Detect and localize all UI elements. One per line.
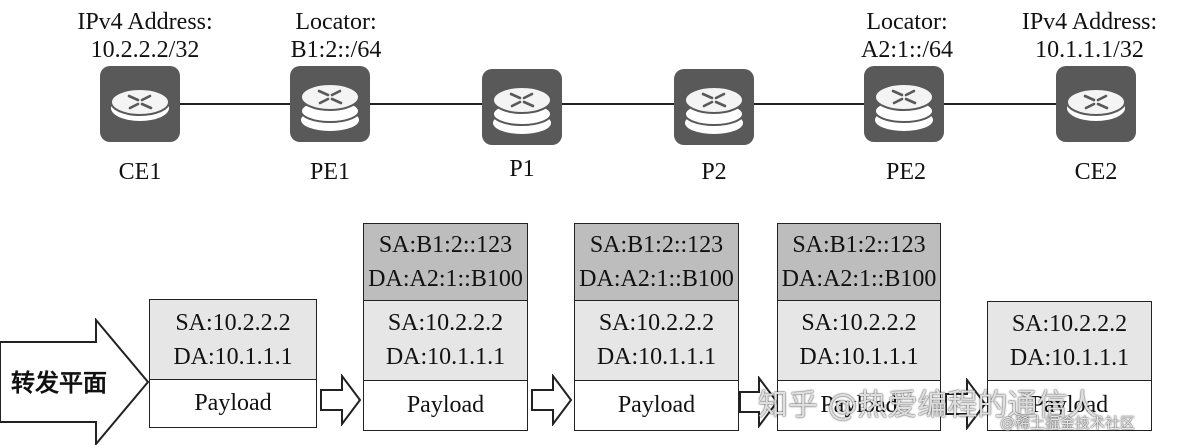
ipv6-header: SA:B1:2::123 DA:A2:1::B100 — [363, 223, 528, 301]
packet-stack-ce2: SA:10.2.2.2 DA:10.1.1.1 Payload — [987, 301, 1152, 431]
node-label-p1: P1 — [509, 156, 535, 182]
ipv4-header: SA:10.2.2.2 DA:10.1.1.1 — [363, 301, 528, 381]
flow-arrow-1 — [320, 374, 362, 426]
ipv4-header: SA:10.2.2.2 DA:10.1.1.1 — [149, 299, 317, 380]
link-ce1-pe1 — [180, 103, 290, 105]
packet-stack-p1: SA:B1:2::123 DA:A2:1::B100 SA:10.2.2.2 D… — [574, 223, 739, 431]
ipv4-header: SA:10.2.2.2 DA:10.1.1.1 — [987, 301, 1152, 381]
payload-cell: Payload — [777, 381, 941, 431]
ipv4-destination: DA:10.1.1.1 — [173, 344, 293, 370]
ce1-address-label: IPv4 Address: 10.2.2.2/32 — [45, 8, 245, 64]
ipv6-destination: DA:A2:1::B100 — [368, 266, 523, 292]
ipv4-source: SA:10.2.2.2 — [801, 310, 917, 336]
ipv6-header: SA:B1:2::123 DA:A2:1::B100 — [777, 223, 941, 301]
ce1-address-title: IPv4 Address: — [77, 9, 213, 35]
ipv4-source: SA:10.2.2.2 — [175, 310, 291, 336]
pe1-locator-label: Locator: B1:2::/64 — [236, 8, 436, 64]
ipv4-source: SA:10.2.2.2 — [598, 310, 715, 336]
ipv4-destination: DA:10.1.1.1 — [1009, 345, 1130, 371]
ipv6-source: SA:B1:2::123 — [378, 232, 513, 258]
packet-stack-ce1: SA:10.2.2.2 DA:10.1.1.1 Payload — [149, 299, 317, 428]
router-icon-ce2 — [1056, 66, 1136, 142]
link-pe1-p1 — [370, 103, 482, 105]
flow-arrow-4 — [945, 378, 987, 430]
ipv6-source: SA:B1:2::123 — [589, 232, 724, 258]
ipv4-source: SA:10.2.2.2 — [1011, 311, 1128, 337]
forwarding-plane-arrow — [0, 318, 150, 445]
ipv4-source: SA:10.2.2.2 — [387, 310, 504, 336]
pe2-locator-value: A2:1::/64 — [860, 37, 953, 63]
node-label-ce1: CE1 — [118, 159, 162, 185]
router-icon-pe2 — [864, 66, 944, 142]
payload-cell: Payload — [987, 381, 1152, 431]
ipv4-header: SA:10.2.2.2 DA:10.1.1.1 — [777, 301, 941, 381]
router-icon-p1 — [482, 69, 562, 145]
ipv6-destination: DA:A2:1::B100 — [579, 266, 734, 292]
link-pe2-ce2 — [944, 103, 1056, 105]
router-icon-pe1 — [290, 66, 370, 142]
ipv4-destination: DA:10.1.1.1 — [385, 344, 506, 370]
ipv4-header: SA:10.2.2.2 DA:10.1.1.1 — [574, 301, 739, 381]
ce2-address-label: IPv4 Address: 10.1.1.1/32 — [1002, 8, 1177, 64]
ipv6-header: SA:B1:2::123 DA:A2:1::B100 — [574, 223, 739, 301]
packet-stack-pe1: SA:B1:2::123 DA:A2:1::B100 SA:10.2.2.2 D… — [363, 223, 528, 431]
ipv6-source: SA:B1:2::123 — [792, 232, 926, 258]
router-icon-p2 — [674, 69, 754, 145]
payload-cell: Payload — [149, 380, 317, 428]
ipv6-destination: DA:A2:1::B100 — [781, 266, 937, 292]
forwarding-plane-label: 转发平面 — [11, 369, 107, 397]
pe1-locator-title: Locator: — [295, 9, 377, 35]
flow-arrow-2 — [531, 374, 573, 426]
ipv4-destination: DA:10.1.1.1 — [596, 344, 717, 370]
pe2-locator-label: Locator: A2:1::/64 — [807, 8, 1007, 64]
ce2-address-title: IPv4 Address: — [1021, 9, 1158, 35]
link-p1-p2 — [562, 103, 674, 105]
ipv4-destination: DA:10.1.1.1 — [799, 344, 919, 370]
payload-cell: Payload — [363, 381, 528, 431]
node-label-pe1: PE1 — [309, 159, 350, 185]
pe2-locator-title: Locator: — [866, 9, 948, 35]
node-label-ce2: CE2 — [1074, 159, 1118, 185]
pe1-locator-value: B1:2::/64 — [290, 37, 382, 63]
packet-stack-p2: SA:B1:2::123 DA:A2:1::B100 SA:10.2.2.2 D… — [777, 223, 941, 431]
router-icon-ce1 — [100, 66, 180, 142]
ce1-address-value: 10.2.2.2/32 — [90, 37, 200, 63]
ce2-address-value: 10.1.1.1/32 — [1035, 37, 1144, 63]
watermark-main: 知乎 @热爱编程的通信人 — [758, 388, 1098, 423]
node-label-pe2: PE2 — [885, 159, 926, 185]
flow-arrow-3 — [739, 376, 779, 428]
watermark-sub: @稀土掘金技术社区 — [1000, 414, 1136, 432]
payload-cell: Payload — [574, 381, 739, 431]
link-p2-pe2 — [754, 103, 864, 105]
node-label-p2: P2 — [701, 159, 727, 185]
